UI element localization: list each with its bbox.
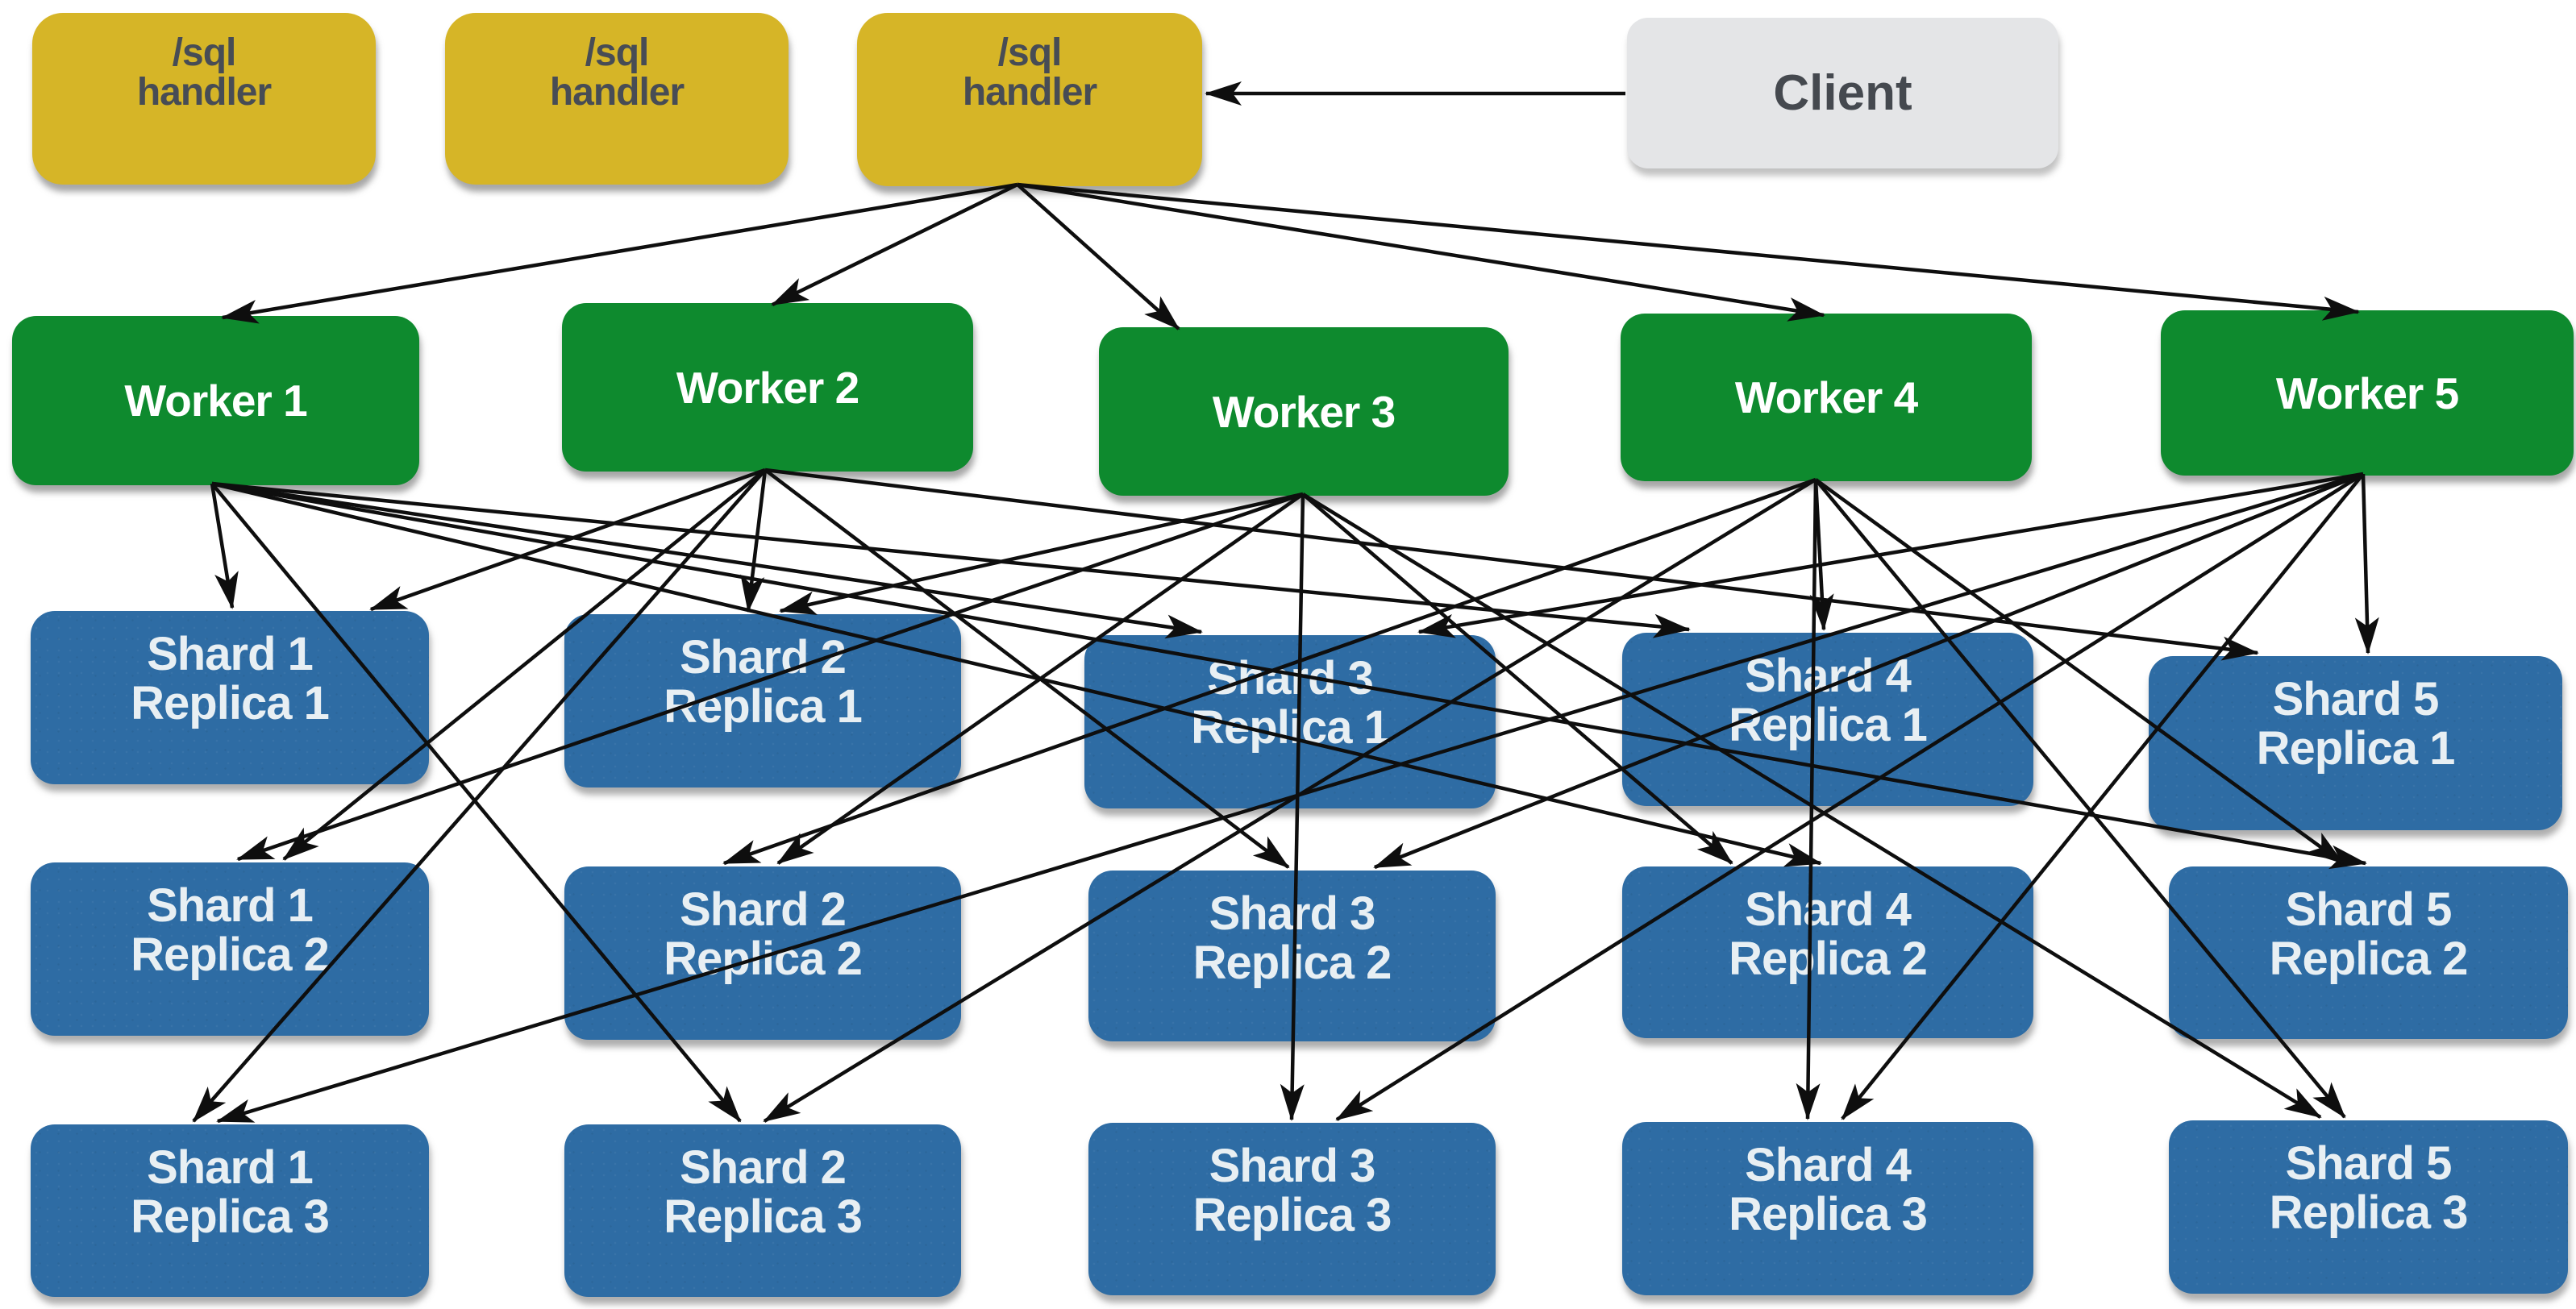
edge-worker-5-to-shard-3-replica-1 (1417, 472, 2364, 638)
client: Client (1627, 18, 2058, 168)
shard-2-replica-1-label-line-1: Shard 2 (680, 631, 847, 684)
shard-3-replica-3-label-line-1: Shard 3 (1209, 1140, 1376, 1192)
shard-2-replica-3-label-line-2: Replica 3 (664, 1190, 863, 1243)
edge-worker-1-to-shard-4-replica-2 (211, 481, 1822, 867)
worker-4: Worker 4 (1621, 314, 2032, 481)
worker-3-label-line-1: Worker 3 (1212, 386, 1396, 437)
client-label-line-1: Client (1773, 65, 1912, 121)
shard-4-replica-3-label-line-1: Shard 4 (1745, 1139, 1912, 1191)
worker-3: Worker 3 (1099, 327, 1509, 496)
edge-sql-handler-3-to-worker-2 (771, 182, 1018, 307)
worker-1-label-line-1: Worker 1 (124, 376, 307, 426)
edge-worker-4-to-shard-4-replica-1 (1809, 479, 1834, 631)
shard-5-replica-3-label-line-2: Replica 3 (2269, 1186, 2469, 1239)
shard-4-replica-2-label-line-1: Shard 4 (1745, 883, 1912, 936)
shard-5-replica-1-label-line-1: Shard 5 (2272, 673, 2440, 725)
shard-4-replica-3-label-line-2: Replica 3 (1729, 1187, 1928, 1240)
shard-1-replica-1-label-line-1: Shard 1 (147, 628, 314, 680)
shard-4-replica-2-label-line-2: Replica 2 (1729, 932, 1928, 985)
edge-sql-handler-3-to-worker-4 (1017, 182, 1825, 322)
edge-worker-2-to-shard-2-replica-1 (740, 469, 768, 613)
sql-handler-2-label-line-2: handler (549, 70, 685, 114)
worker-2: Worker 2 (562, 303, 973, 472)
sql-handler-3-label-line-1: /sql (997, 31, 1063, 74)
shard-1-replica-2-label-line-1: Shard 1 (147, 879, 314, 932)
sql-handler-3-label-line-2: handler (962, 70, 1097, 114)
shard-1-replica-2-label-line-2: Replica 2 (131, 928, 330, 981)
shard-3-replica-2-label-line-1: Shard 3 (1209, 887, 1376, 940)
shard-1-replica-3-label-line-1: Shard 1 (147, 1141, 314, 1194)
shard-5-replica-2-label-line-1: Shard 5 (2285, 883, 2453, 936)
sql-handler-1-label-line-1: /sql (172, 31, 237, 74)
shard-2-replica-1-label-line-2: Replica 1 (664, 679, 863, 733)
shard-5-replica-1-label-line-2: Replica 1 (2256, 721, 2456, 775)
shard-2-replica-2-label-line-2: Replica 2 (664, 932, 863, 985)
edge-worker-2-to-shard-5-replica-1 (764, 468, 2259, 661)
shard-5-replica-2-label-line-2: Replica 2 (2269, 932, 2469, 985)
worker-5: Worker 5 (2161, 310, 2574, 476)
shard-3-replica-1-label-line-1: Shard 3 (1207, 652, 1374, 704)
shard-1-replica-1-label-line-2: Replica 1 (131, 676, 330, 729)
edge-worker-2-to-shard-1-replica-1 (369, 468, 766, 612)
sql-handler-1-label-line-2: handler (136, 70, 272, 114)
edge-worker-3-to-shard-2-replica-1 (779, 492, 1304, 616)
shard-3-replica-2-label-line-2: Replica 2 (1192, 936, 1392, 989)
worker-4-label-line-1: Worker 4 (1734, 372, 1918, 422)
edge-sql-handler-3-to-worker-3 (1016, 183, 1180, 330)
sql-handler-2-label-line-1: /sql (585, 31, 650, 74)
edge-worker-1-to-shard-3-replica-1 (211, 481, 1203, 639)
edge-worker-1-to-shard-4-replica-1 (211, 481, 1691, 638)
shard-3-replica-3-label-line-2: Replica 3 (1192, 1188, 1392, 1241)
edge-worker-1-to-shard-1-replica-1 (210, 483, 239, 609)
worker-5-label-line-1: Worker 5 (2275, 368, 2459, 418)
shard-4-replica-1-label-line-2: Replica 1 (1729, 698, 1928, 751)
shard-1-replica-3-label-line-2: Replica 3 (131, 1190, 330, 1243)
edge-worker-5-to-shard-5-replica-1 (2354, 473, 2379, 654)
worker-1: Worker 1 (12, 316, 419, 485)
edge-sql-handler-3-to-worker-5 (1017, 182, 2360, 321)
shard-5-replica-3-label-line-1: Shard 5 (2285, 1137, 2453, 1190)
shard-2-replica-2-label-line-1: Shard 2 (680, 883, 847, 936)
worker-2-label-line-1: Worker 2 (676, 362, 859, 413)
shard-3-replica-1-label-line-2: Replica 1 (1191, 700, 1390, 754)
edge-sql-handler-3-to-worker-1 (221, 182, 1018, 324)
shard-2-replica-3-label-line-1: Shard 2 (680, 1141, 847, 1194)
shard-4-replica-1-label-line-1: Shard 4 (1745, 650, 1912, 702)
